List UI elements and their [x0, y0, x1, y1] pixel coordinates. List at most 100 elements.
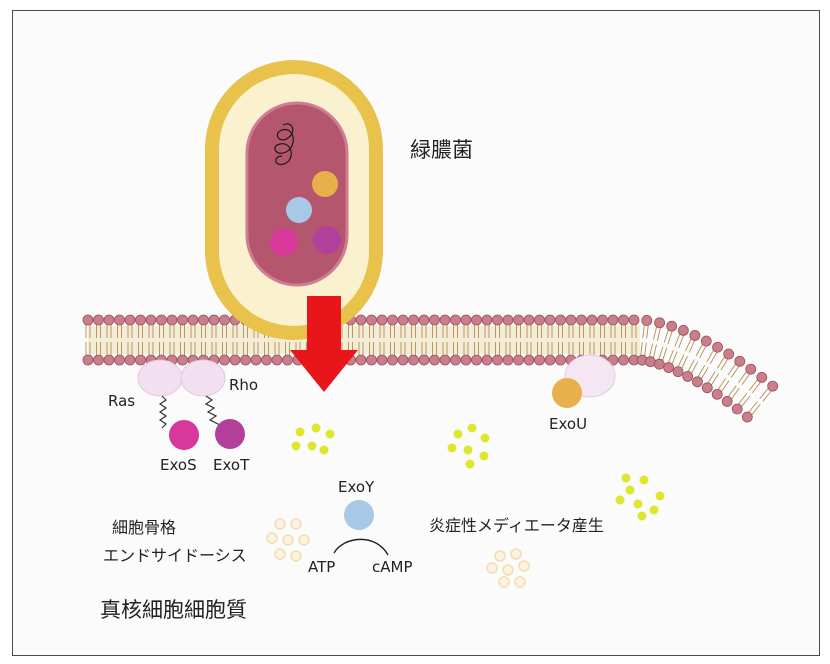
- lipid-head: [482, 315, 492, 325]
- lipid-head: [136, 355, 146, 365]
- lipid-head: [104, 315, 114, 325]
- mediator-dot: [640, 476, 649, 485]
- mediator-dot: [634, 500, 643, 509]
- bacterium: [205, 60, 383, 340]
- mediator-dot: [275, 519, 285, 529]
- lipid-head: [768, 381, 778, 391]
- lipid-head: [642, 315, 652, 325]
- lipid-head: [115, 355, 125, 365]
- lipid-head: [702, 383, 712, 393]
- ras-linker: [160, 396, 166, 428]
- cytoplasm-label: 真核細胞細胞質: [100, 594, 247, 624]
- lipid-head: [157, 315, 167, 325]
- lipid-head: [356, 315, 366, 325]
- lipid-head: [545, 315, 555, 325]
- lipid-head: [125, 315, 135, 325]
- lipid-head: [230, 355, 240, 365]
- lipid-head: [514, 315, 524, 325]
- mediator-dot: [519, 561, 529, 571]
- lipid-head: [735, 356, 745, 366]
- lipid-head: [655, 318, 665, 328]
- lipid-head: [251, 355, 261, 365]
- mediator-dot: [626, 486, 635, 495]
- exos-label: ExoS: [160, 456, 197, 474]
- mediator-dot: [283, 535, 293, 545]
- lipid-head: [673, 367, 683, 377]
- lipid-head: [178, 355, 188, 365]
- lipid-head: [524, 315, 534, 325]
- mediator-dot: [292, 442, 301, 451]
- camp-label: cAMP: [372, 558, 413, 576]
- lipid-head: [757, 372, 767, 382]
- lipid-head: [667, 321, 677, 331]
- lipid-head: [654, 359, 664, 369]
- ras-label: Ras: [108, 392, 135, 410]
- mediator-dot: [466, 460, 475, 469]
- exoy-label: ExoY: [338, 478, 374, 496]
- mediator-dot: [275, 549, 285, 559]
- mediator-dot: [320, 446, 329, 455]
- lipid-head: [724, 349, 734, 359]
- lipid-head: [398, 355, 408, 365]
- lipid-head: [220, 355, 230, 365]
- exot-label: ExoT: [213, 456, 249, 474]
- mediator-dot: [308, 442, 317, 451]
- lipid-head: [199, 315, 209, 325]
- lipid-head: [608, 315, 618, 325]
- lipid-head: [690, 330, 700, 340]
- lipid-head: [701, 336, 711, 346]
- lipid-head: [377, 355, 387, 365]
- lipid-head: [83, 355, 93, 365]
- mediator-dot: [515, 577, 525, 587]
- lipid-head: [742, 412, 752, 422]
- lipid-head: [115, 315, 125, 325]
- mediator-dot: [464, 446, 473, 455]
- lipid-head: [209, 315, 219, 325]
- mediator-dot: [511, 549, 521, 559]
- mediator-dot: [326, 430, 335, 439]
- lipid-head: [167, 315, 177, 325]
- lipid-head: [664, 363, 674, 373]
- lipid-head: [94, 315, 104, 325]
- lipid-head: [430, 315, 440, 325]
- lipid-head: [409, 355, 419, 365]
- bacterial-exot-protein: [313, 226, 341, 254]
- bacterial-exou-protein: [312, 171, 338, 197]
- lipid-core: [88, 326, 640, 354]
- lipid-head: [493, 355, 503, 365]
- lipid-head: [556, 315, 566, 325]
- mediator-dot: [656, 492, 665, 501]
- lipid-head: [419, 315, 429, 325]
- lipid-head: [83, 315, 93, 325]
- bacterial-exoy-protein: [286, 197, 312, 223]
- lipid-head: [566, 315, 576, 325]
- mediator-dot: [616, 496, 625, 505]
- mediator-dot: [267, 533, 277, 543]
- rho-label: Rho: [229, 376, 258, 394]
- mediator-dot: [503, 565, 513, 575]
- lipid-head: [503, 355, 513, 365]
- lipid-head: [136, 315, 146, 325]
- lipid-head: [645, 357, 655, 367]
- lipid-head: [367, 315, 377, 325]
- mediator-dot: [495, 551, 505, 561]
- lipid-head: [472, 355, 482, 365]
- lipid-head: [94, 355, 104, 365]
- lipid-head: [188, 315, 198, 325]
- endocytosis-label: エンドサイドーシス: [103, 542, 247, 566]
- mediator-dot: [299, 535, 309, 545]
- exoy-toxin: [344, 500, 374, 530]
- lipid-head: [356, 355, 366, 365]
- lipid-head: [619, 315, 629, 325]
- lipid-head: [451, 315, 461, 325]
- lipid-head: [713, 342, 723, 352]
- lipid-head: [472, 315, 482, 325]
- lipid-head: [419, 355, 429, 365]
- lipid-head: [493, 315, 503, 325]
- mediator-dot: [448, 444, 457, 453]
- lipid-head: [451, 355, 461, 365]
- cytoskeleton-label: 細胞骨格: [112, 514, 176, 538]
- inflammatory-mediator-label: 炎症性メディエータ産生: [429, 512, 604, 536]
- atp-label: ATP: [308, 558, 335, 576]
- mediator-dot: [622, 474, 631, 483]
